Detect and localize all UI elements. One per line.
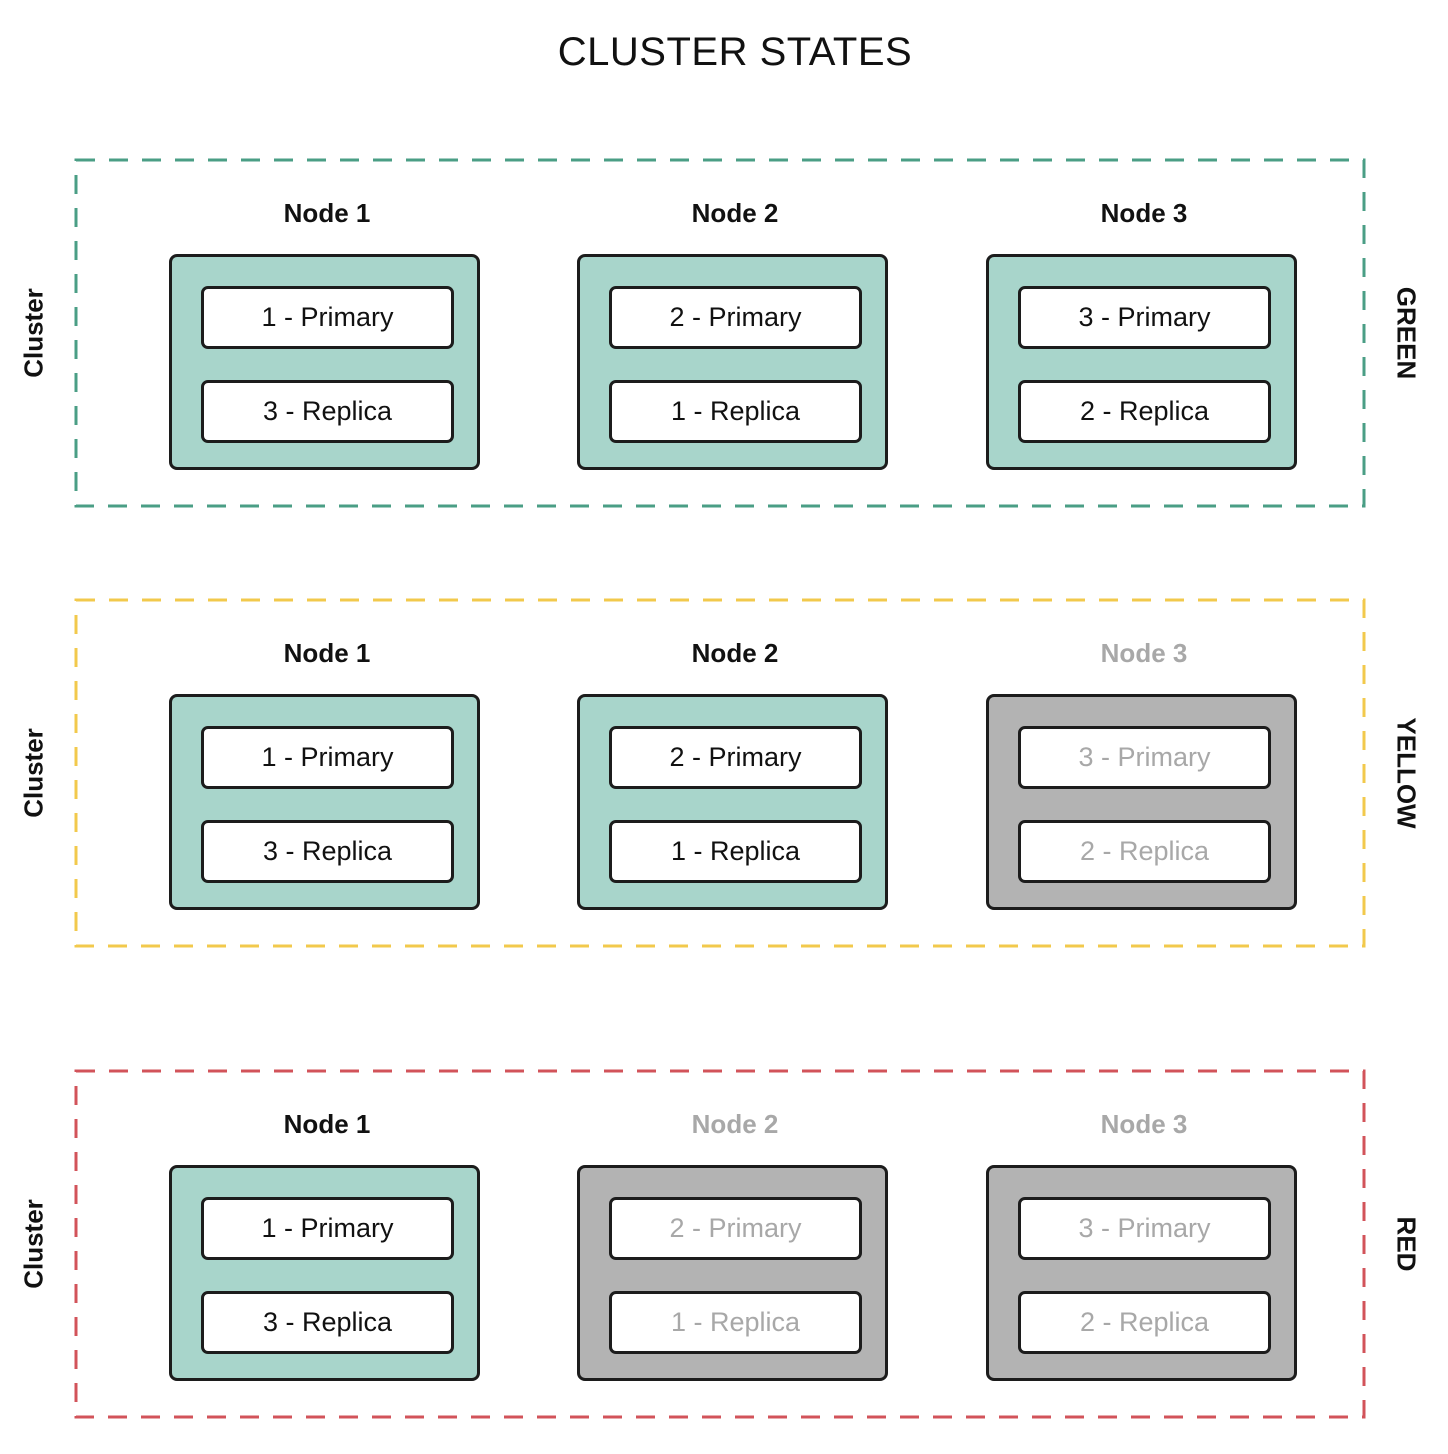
node-box: 1 - Primary 3 - Replica (169, 694, 480, 910)
cluster-state-label: RED (1391, 1216, 1422, 1272)
cluster-state-label: YELLOW (1391, 717, 1422, 829)
cluster-frame (74, 598, 1366, 948)
node-box-down: 2 - Primary 1 - Replica (577, 1165, 888, 1381)
primary-shard: 1 - Primary (201, 1197, 454, 1260)
cluster-frame-border (74, 598, 1366, 948)
node-box: 2 - Primary 1 - Replica (577, 694, 888, 910)
node-box: 1 - Primary 3 - Replica (169, 254, 480, 470)
replica-shard: 2 - Replica (1018, 1291, 1271, 1354)
node-title: Node 1 (283, 198, 371, 228)
node-title: Node 3 (1100, 198, 1188, 228)
node-title: Node 2 (691, 1109, 779, 1139)
node-title: Node 3 (1100, 1109, 1188, 1139)
node-title: Node 1 (283, 1109, 371, 1139)
cluster-state-label: GREEN (1391, 286, 1422, 380)
node-box: 1 - Primary 3 - Replica (169, 1165, 480, 1381)
primary-shard: 1 - Primary (201, 726, 454, 789)
replica-shard: 3 - Replica (201, 1291, 454, 1354)
primary-shard: 2 - Primary (609, 1197, 862, 1260)
node-title: Node 2 (691, 198, 779, 228)
node-title: Node 2 (691, 638, 779, 668)
cluster-frame (74, 158, 1366, 508)
replica-shard: 3 - Replica (201, 380, 454, 443)
cluster-label: Cluster (18, 728, 49, 818)
primary-shard: 3 - Primary (1018, 1197, 1271, 1260)
node-title: Node 3 (1100, 638, 1188, 668)
primary-shard: 3 - Primary (1018, 286, 1271, 349)
primary-shard: 2 - Primary (609, 726, 862, 789)
diagram-title: CLUSTER STATES (557, 30, 913, 74)
node-box-down: 3 - Primary 2 - Replica (986, 694, 1297, 910)
cluster-frame-border (74, 1069, 1366, 1419)
cluster-frame-border (74, 158, 1366, 508)
replica-shard: 1 - Replica (609, 1291, 862, 1354)
cluster-label: Cluster (18, 1199, 49, 1289)
replica-shard: 2 - Replica (1018, 380, 1271, 443)
replica-shard: 1 - Replica (609, 820, 862, 883)
node-box-down: 3 - Primary 2 - Replica (986, 1165, 1297, 1381)
node-box: 2 - Primary 1 - Replica (577, 254, 888, 470)
replica-shard: 2 - Replica (1018, 820, 1271, 883)
primary-shard: 3 - Primary (1018, 726, 1271, 789)
cluster-red: Cluster RED Node 1 1 - Primary 3 - Replica No… (19, 1069, 1422, 1419)
node-box: 3 - Primary 2 - Replica (986, 254, 1297, 470)
replica-shard: 1 - Replica (609, 380, 862, 443)
primary-shard: 2 - Primary (609, 286, 862, 349)
cluster-yellow: Cluster YELLOW Node 1 1 - Primary 3 - Replic… (19, 598, 1422, 948)
node-title: Node 1 (283, 638, 371, 668)
primary-shard: 1 - Primary (201, 286, 454, 349)
cluster-frame (74, 1069, 1366, 1419)
cluster-green: Cluster GREEN Node 1 1 - Primary 3 - Replica… (19, 158, 1422, 508)
replica-shard: 3 - Replica (201, 820, 454, 883)
cluster-label: Cluster (18, 288, 49, 378)
